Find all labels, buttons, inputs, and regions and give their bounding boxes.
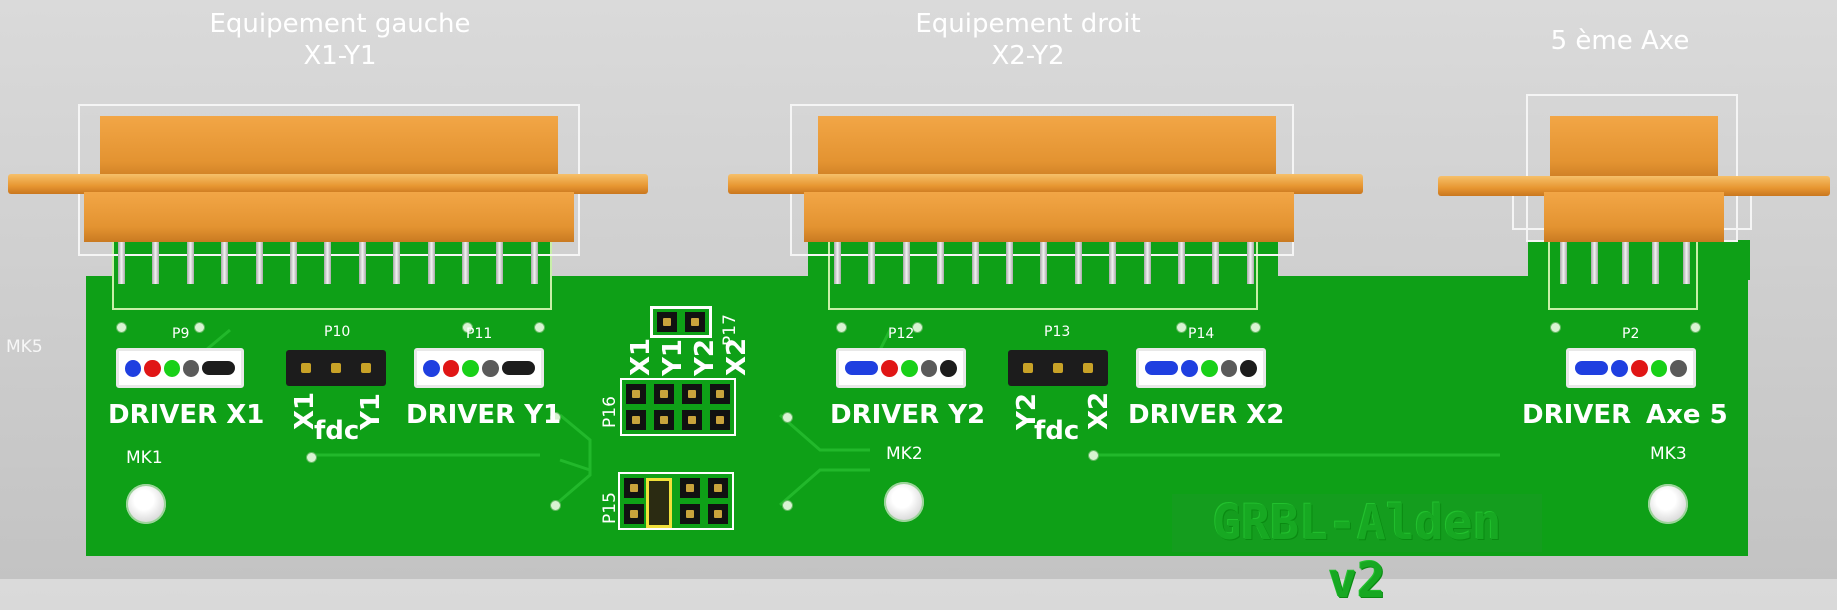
ref-p2: P2 (1622, 326, 1640, 342)
via (534, 322, 545, 333)
via (782, 500, 793, 511)
label-driver-axe5-a: DRIVER (1522, 400, 1632, 430)
header-p12 (836, 348, 966, 388)
label-driver-axe5-b: Axe 5 (1646, 400, 1728, 430)
header-p11 (414, 348, 544, 388)
connector-flange-right (1438, 176, 1830, 196)
via (912, 322, 923, 333)
ref-p15: P15 (600, 492, 620, 524)
via (550, 500, 561, 511)
title-middle-line2: X2-Y2 (991, 41, 1065, 71)
label-x2-right: X2 (1084, 391, 1114, 430)
ref-p10: P10 (324, 324, 351, 340)
via (782, 412, 793, 423)
label-p16-x2: X2 (722, 337, 752, 376)
mounting-hole-mk2 (884, 482, 924, 522)
title-left-line1: Equipement gauche (209, 9, 471, 39)
mounting-hole-mk3 (1648, 484, 1688, 524)
label-driver-x1: DRIVER X1 (108, 400, 265, 430)
connector-flange-mid (728, 174, 1363, 194)
via (1550, 322, 1561, 333)
pcb-tab-left (112, 240, 552, 280)
title-middle-line1: Equipement droit (915, 9, 1141, 39)
connector-shell-left (100, 116, 558, 182)
header-p13 (1008, 350, 1108, 386)
connector-body-left (84, 192, 574, 242)
header-p9 (116, 348, 244, 388)
label-p16-x1: X1 (626, 337, 656, 376)
connector-shell-right (1550, 116, 1718, 182)
ref-mk1: MK1 (126, 448, 163, 468)
ref-p12: P12 (888, 326, 915, 342)
header-p2 (1566, 348, 1696, 388)
via (1088, 450, 1099, 461)
header-p16 (620, 378, 736, 436)
label-driver-x2: DRIVER X2 (1128, 400, 1285, 430)
header-p10 (286, 350, 386, 386)
title-right: 5 ème Axe (1550, 26, 1690, 56)
ref-mk2: MK2 (886, 444, 923, 464)
ref-mk3: MK3 (1650, 444, 1687, 464)
ref-p13: P13 (1044, 324, 1071, 340)
title-left: Equipement gauche X1-Y1 (180, 8, 500, 72)
mounting-hole-mk1 (126, 484, 166, 524)
connector-flange-left (8, 174, 648, 194)
ref-p9: P9 (172, 326, 190, 342)
title-left-line2: X1-Y1 (303, 41, 377, 71)
via (116, 322, 127, 333)
via (1250, 322, 1261, 333)
header-p15 (618, 472, 734, 530)
connector-pins-right (1560, 242, 1690, 284)
ref-p11: P11 (466, 326, 493, 342)
connector-pins-left (118, 242, 538, 284)
via (194, 322, 205, 333)
connector-body-mid (804, 192, 1294, 242)
board-logo: GRBL-Alden v2 (1172, 494, 1542, 609)
via (1690, 322, 1701, 333)
title-middle: Equipement droit X2-Y2 (868, 8, 1188, 72)
label-fdc-left: fdc (314, 416, 360, 446)
connector-shell-mid (818, 116, 1276, 182)
via (836, 322, 847, 333)
via (1176, 322, 1187, 333)
label-driver-y2: DRIVER Y2 (830, 400, 986, 430)
via (306, 452, 317, 463)
label-p16-y1: Y1 (658, 339, 688, 376)
pcb-traces (199, 328, 1500, 507)
jumper-p15[interactable] (646, 478, 672, 528)
connector-pins-mid (834, 242, 1254, 284)
label-driver-y1: DRIVER Y1 (406, 400, 562, 430)
label-p16-y2: Y2 (690, 339, 720, 376)
ref-p14: P14 (1188, 326, 1215, 342)
via (462, 322, 473, 333)
mk5-label: MK5 (6, 337, 43, 357)
ref-p16: P16 (600, 396, 620, 428)
label-fdc-right: fdc (1034, 416, 1080, 446)
label-y1-left: Y1 (356, 393, 386, 430)
header-p14 (1136, 348, 1266, 388)
via (550, 412, 561, 423)
header-p17 (650, 306, 712, 338)
connector-body-right (1544, 192, 1724, 242)
